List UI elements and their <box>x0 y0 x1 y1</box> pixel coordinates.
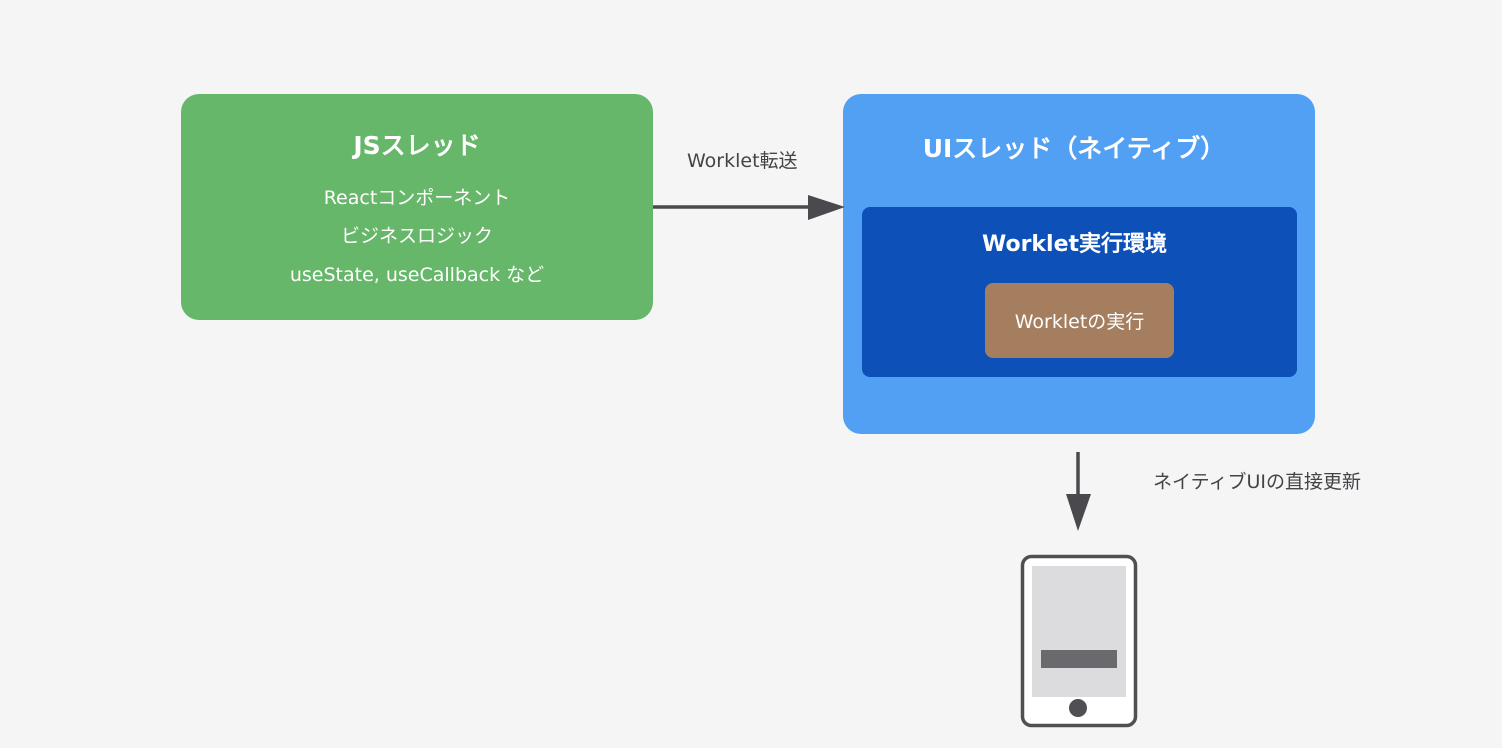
smartphone-icon <box>1020 554 1138 728</box>
js-thread-line: useState, useCallback など <box>289 264 545 286</box>
ui-thread-node: UIスレッド（ネイティブ） Worklet実行環境 Workletの実行 <box>843 94 1315 434</box>
phone-home-button <box>1069 699 1087 717</box>
worklet-exec-node: Workletの実行 <box>985 283 1174 358</box>
phone-screen-bar <box>1041 650 1117 668</box>
update-arrow <box>1066 452 1091 531</box>
update-arrowhead <box>1066 494 1091 531</box>
js-thread-line: ビジネスロジック <box>340 225 493 247</box>
phone-screen <box>1032 566 1126 697</box>
worklet-env-title: Worklet実行環境 <box>981 232 1168 257</box>
js-thread-title: JSスレッド <box>353 131 481 160</box>
update-edge-label: ネイティブUIの直接更新 <box>1153 471 1361 493</box>
worklet-exec-label: Workletの実行 <box>1014 311 1145 333</box>
ui-thread-title: UIスレッド（ネイティブ） <box>922 134 1226 163</box>
transfer-edge-label: Worklet転送 <box>687 150 798 172</box>
js-thread-line: Reactコンポーネント <box>323 187 511 209</box>
transfer-arrow <box>653 195 845 220</box>
worklet-env-node: Worklet実行環境 Workletの実行 <box>862 207 1297 377</box>
transfer-arrowhead <box>808 195 845 220</box>
js-thread-node: JSスレッド Reactコンポーネント ビジネスロジック useState, u… <box>181 94 653 320</box>
